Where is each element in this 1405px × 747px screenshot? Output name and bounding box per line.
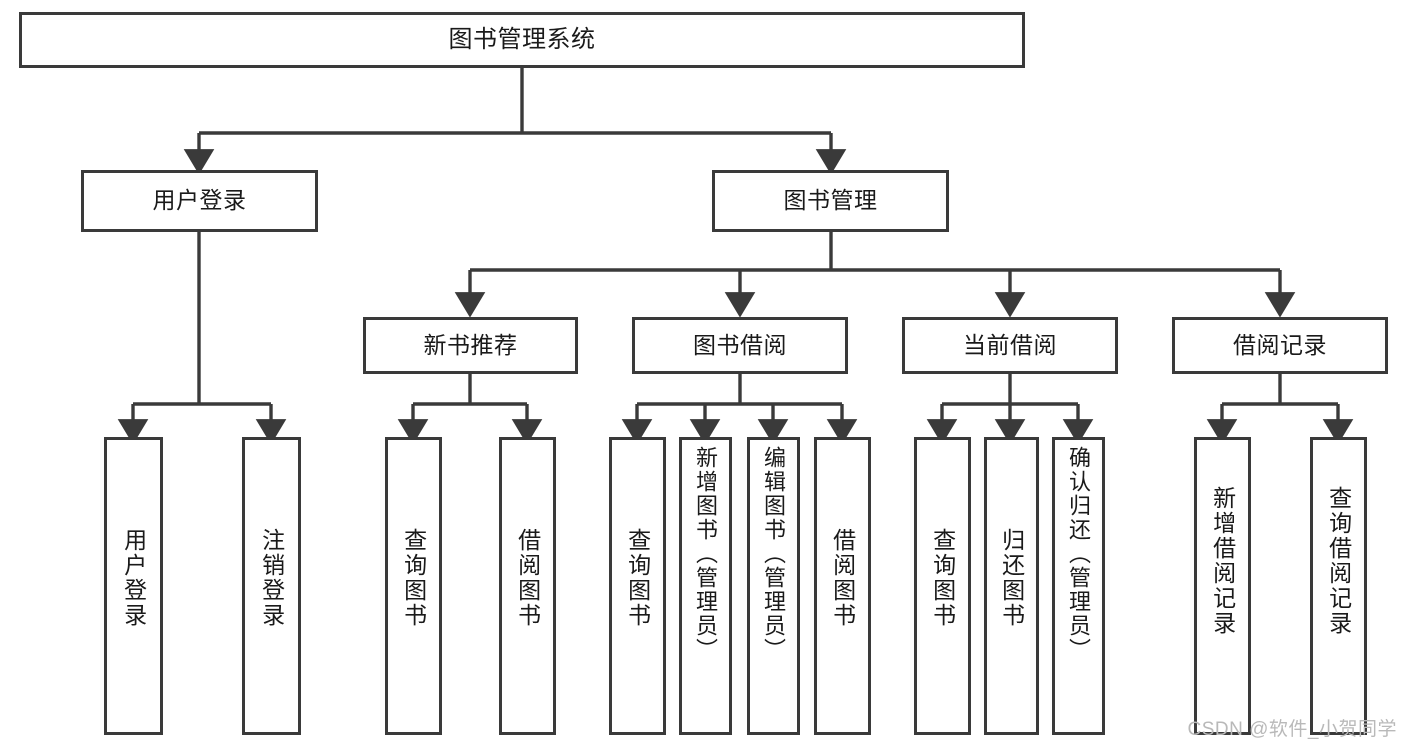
leaf-new-book-2[interactable]: 借阅图书 <box>499 437 556 735</box>
leaf-current-borrow-3[interactable]: 确认归还（管理员） <box>1052 437 1105 735</box>
leaf-book-borrow-4[interactable]: 借阅图书 <box>814 437 871 735</box>
node-book-borrow[interactable]: 图书借阅 <box>632 317 848 374</box>
node-label: 借阅记录 <box>1233 331 1327 358</box>
node-label: 图书管理 <box>783 187 878 214</box>
csdn-watermark: CSDN @软件_小贺同学 <box>1187 719 1397 740</box>
leaf-user-login-1[interactable]: 用户登录 <box>104 437 163 735</box>
node-label: 查询图书 <box>400 528 427 628</box>
node-label: 用户登录 <box>152 187 247 214</box>
node-label: 查询借阅记录 <box>1325 486 1352 636</box>
node-label: 图书借阅 <box>693 331 787 358</box>
leaf-book-borrow-3[interactable]: 编辑图书（管理员） <box>747 437 800 735</box>
node-label: 借阅图书 <box>829 528 856 628</box>
node-label: 确认归还（管理员） <box>1066 446 1092 662</box>
leaf-borrow-records-1[interactable]: 新增借阅记录 <box>1194 437 1251 735</box>
leaf-new-book-1[interactable]: 查询图书 <box>385 437 442 735</box>
node-label: 注销登录 <box>258 528 285 628</box>
leaf-current-borrow-1[interactable]: 查询图书 <box>914 437 971 735</box>
leaf-current-borrow-2[interactable]: 归还图书 <box>984 437 1039 735</box>
node-label: 借阅图书 <box>514 528 541 628</box>
node-current-borrow[interactable]: 当前借阅 <box>902 317 1118 374</box>
node-label: 用户登录 <box>120 528 147 628</box>
leaf-borrow-records-2[interactable]: 查询借阅记录 <box>1310 437 1367 735</box>
node-label: 新书推荐 <box>423 331 518 358</box>
node-label: 查询图书 <box>624 528 651 628</box>
node-label: 图书管理系统 <box>448 25 596 53</box>
node-label: 查询图书 <box>929 528 956 628</box>
node-borrow-records[interactable]: 借阅记录 <box>1172 317 1388 374</box>
leaf-user-login-2[interactable]: 注销登录 <box>242 437 301 735</box>
node-book-management[interactable]: 图书管理 <box>712 170 949 232</box>
node-label: 新增借阅记录 <box>1209 486 1236 636</box>
leaf-book-borrow-1[interactable]: 查询图书 <box>609 437 666 735</box>
node-root-book-management-system[interactable]: 图书管理系统 <box>19 12 1025 68</box>
node-label: 当前借阅 <box>963 331 1057 358</box>
node-user-login[interactable]: 用户登录 <box>81 170 318 232</box>
node-new-book-recommend[interactable]: 新书推荐 <box>363 317 578 374</box>
node-label: 编辑图书（管理员） <box>761 446 787 662</box>
leaf-book-borrow-2[interactable]: 新增图书（管理员） <box>679 437 732 735</box>
node-label: 归还图书 <box>998 528 1025 628</box>
node-label: 新增图书（管理员） <box>693 446 719 662</box>
